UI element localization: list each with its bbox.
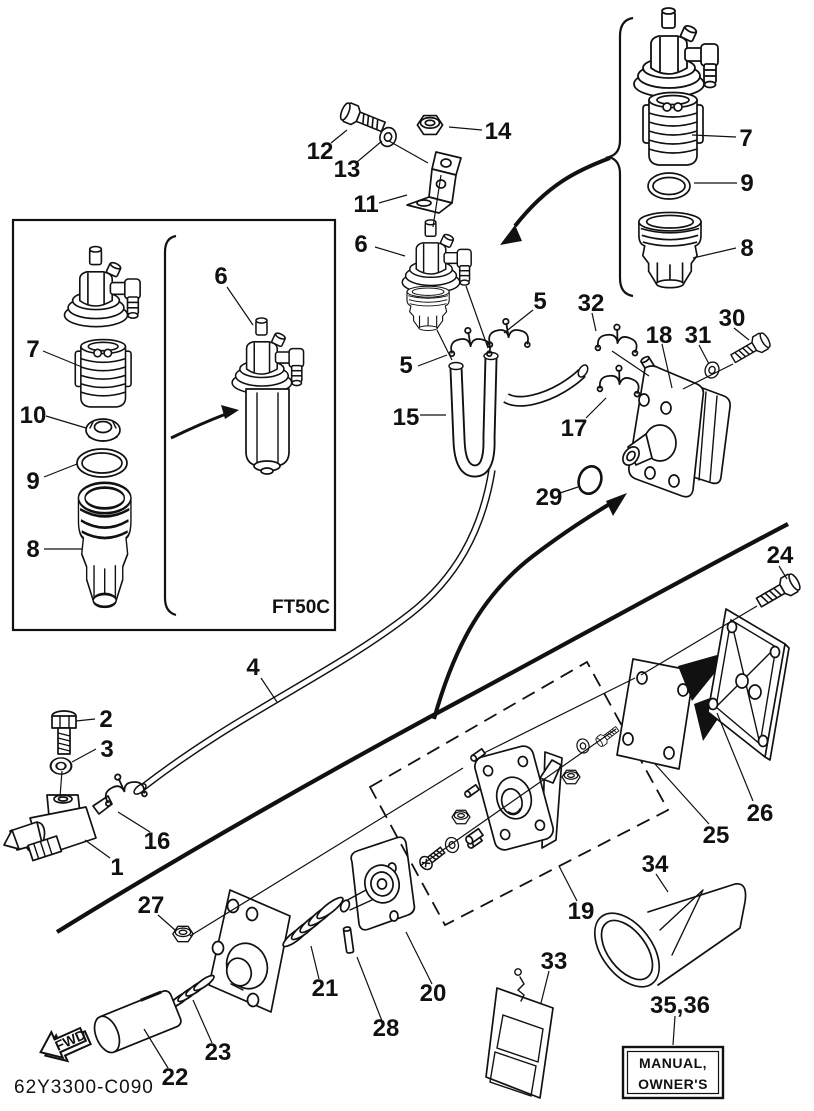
spring-21 xyxy=(282,896,344,948)
callout-35-36: 35,36 xyxy=(650,992,710,1019)
callout-11: 11 xyxy=(353,191,378,218)
topright-filter-head xyxy=(633,7,719,98)
callout-9-inset: 9 xyxy=(26,468,39,495)
callout-6-main: 6 xyxy=(354,231,367,258)
callout-27: 27 xyxy=(138,892,165,919)
inset-model-label: FT50C xyxy=(272,597,330,618)
callout-21: 21 xyxy=(312,975,339,1002)
callout-24: 24 xyxy=(767,542,794,569)
callout-8-right: 8 xyxy=(740,235,753,262)
callout-30: 30 xyxy=(719,305,746,332)
callout-16: 16 xyxy=(144,828,171,855)
callout-20: 20 xyxy=(420,980,447,1007)
inset-box xyxy=(11,218,337,632)
callout-4: 4 xyxy=(246,654,260,681)
diaphragm-assembly-20 xyxy=(339,836,416,931)
callout-25: 25 xyxy=(703,822,730,849)
callout-5-right: 5 xyxy=(533,288,546,315)
callout-6-inset: 6 xyxy=(214,263,227,290)
gasket-25 xyxy=(616,658,695,770)
arrow-to-filter xyxy=(500,156,611,245)
callout-19: 19 xyxy=(568,898,595,925)
o-ring-9 xyxy=(647,172,691,200)
arrow-to-pump xyxy=(432,493,627,720)
fuel-hose-15 xyxy=(448,351,499,478)
cowling-edge-line xyxy=(55,522,789,934)
inset-divider-brace xyxy=(163,234,177,617)
inset-o-ring xyxy=(76,448,128,478)
fuel-pump-18 xyxy=(622,355,731,498)
callout-3: 3 xyxy=(100,736,113,763)
callout-14: 14 xyxy=(485,118,512,145)
assembly-lines xyxy=(59,140,758,937)
inset-filter-head xyxy=(63,245,141,328)
callout-7-inset: 7 xyxy=(26,336,39,363)
callout-28: 28 xyxy=(373,1015,400,1042)
callout-15: 15 xyxy=(393,404,420,431)
fuel-filter-assembly-6 xyxy=(401,219,472,332)
filter-element-7 xyxy=(642,91,704,166)
callout-26: 26 xyxy=(747,800,774,827)
callout-33: 33 xyxy=(541,948,568,975)
bolt-30 xyxy=(727,330,774,368)
callout-5-left: 5 xyxy=(399,352,412,379)
callout-17: 17 xyxy=(561,415,588,442)
callout-18: 18 xyxy=(646,322,673,349)
callout-29: 29 xyxy=(536,484,563,511)
duckbill-valve xyxy=(539,759,562,784)
inset-assembled-filter-6 xyxy=(231,317,305,475)
washer-3 xyxy=(49,756,73,776)
nut-27 xyxy=(172,925,194,943)
callout-1: 1 xyxy=(110,854,123,881)
hose-clip-32 xyxy=(594,321,642,357)
cover-plate xyxy=(707,608,790,761)
washer-31 xyxy=(702,359,722,381)
hose-clip-5-right xyxy=(486,317,531,348)
callout-34: 34 xyxy=(642,851,669,878)
fuel-hose-short xyxy=(503,364,589,407)
bracket-11 xyxy=(406,151,462,214)
pin-28 xyxy=(342,926,355,954)
fuel-pipe-joint-1 xyxy=(3,794,113,862)
callout-22: 22 xyxy=(162,1064,189,1091)
callout-12: 12 xyxy=(307,138,334,165)
inset-filter-cup xyxy=(77,481,133,609)
dashed-box-19 xyxy=(368,660,670,927)
pump-bracket-flange xyxy=(208,889,291,1013)
manual-label-line2: OWNER'S xyxy=(638,1076,708,1092)
group-brace xyxy=(604,16,634,298)
bolt-2 xyxy=(51,710,77,755)
air-duct-34 xyxy=(593,882,747,988)
inset-filter-element xyxy=(74,338,132,408)
callout-7-right: 7 xyxy=(739,125,752,152)
fwd-direction-arrow: FWD xyxy=(39,1026,92,1063)
o-ring-29 xyxy=(577,465,603,495)
callout-32: 32 xyxy=(578,290,605,317)
manual-label-line1: MANUAL, xyxy=(639,1055,707,1071)
warning-tag-33 xyxy=(485,968,554,1099)
callout-8-inset: 8 xyxy=(26,536,39,563)
bolt-24 xyxy=(753,570,804,612)
callout-13: 13 xyxy=(334,156,361,183)
inset-assembly-arrow xyxy=(170,405,239,440)
inset-retainer xyxy=(85,418,121,442)
diagram-code: 62Y3300-C090 xyxy=(14,1077,154,1098)
nut-14 xyxy=(416,114,444,136)
callout-10: 10 xyxy=(20,402,47,429)
hose-clip-17 xyxy=(596,362,644,398)
callout-23: 23 xyxy=(205,1039,232,1066)
filter-cup-8 xyxy=(638,211,702,289)
leader-lines xyxy=(42,126,788,1069)
callout-2: 2 xyxy=(99,706,112,733)
callout-31: 31 xyxy=(685,322,712,349)
owners-manual-box: MANUAL, OWNER'S xyxy=(621,1045,725,1100)
callout-9-right: 9 xyxy=(740,170,753,197)
plunger-22 xyxy=(93,990,182,1054)
